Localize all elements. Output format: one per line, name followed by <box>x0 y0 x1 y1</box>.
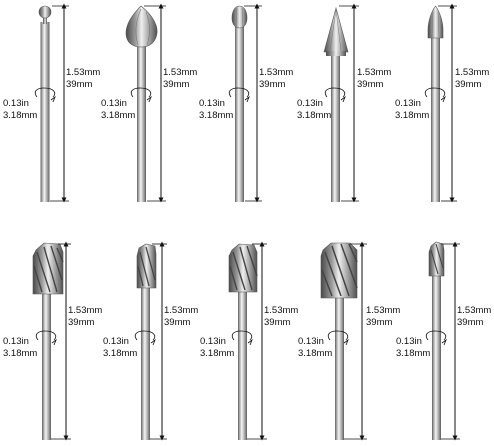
shank <box>42 292 51 440</box>
shank-inch-label: 0.13in <box>297 98 323 109</box>
diameter-marker <box>425 330 447 346</box>
shank-inch-label: 0.13in <box>3 336 29 347</box>
diameter-marker <box>228 87 250 103</box>
head-diameter-label: 1.53mm <box>264 305 298 316</box>
shank-mm-label: 3.18mm <box>200 348 234 359</box>
shank-inch-label: 0.13in <box>3 98 29 109</box>
bit-cylinder-wide: 1.53mm 39mm 0.13in 3.18mm <box>298 241 400 441</box>
bit-ball: 1.53mm 39mm 0.13in 3.18mm <box>3 3 100 203</box>
head-diameter-label: 1.53mm <box>68 305 102 316</box>
head-diameter-label: 1.53mm <box>357 67 391 78</box>
head-diameter-label: 1.53mm <box>455 67 489 78</box>
shank <box>238 290 247 440</box>
length-label: 39mm <box>264 317 290 328</box>
cylinder-head <box>320 242 358 299</box>
shank <box>235 24 244 202</box>
shank-mm-label: 3.18mm <box>103 348 137 359</box>
diameter-marker <box>324 87 346 103</box>
length-label: 39mm <box>455 79 481 90</box>
bit-cylinder-medium: 1.53mm 39mm 0.13in 3.18mm <box>200 241 298 441</box>
diameter-marker <box>231 330 253 346</box>
shank <box>431 36 440 202</box>
neck <box>43 14 47 24</box>
pointed-head <box>427 5 444 39</box>
shank-mm-label: 3.18mm <box>298 348 332 359</box>
shank <box>331 55 340 202</box>
bit-cylinder-thin: 1.53mm 39mm 0.13in 3.18mm <box>396 241 491 441</box>
head-diameter-label: 1.53mm <box>163 67 197 78</box>
shank-mm-label: 3.18mm <box>297 110 331 121</box>
shank-inch-label: 0.13in <box>395 98 421 109</box>
length-label: 39mm <box>163 79 189 90</box>
bit-pointed-tree: 1.53mm 39mm 0.13in 3.18mm <box>395 3 489 203</box>
diameter-marker <box>134 330 156 346</box>
diameter-marker <box>34 87 56 103</box>
length-label: 39mm <box>366 317 392 328</box>
length-label: 39mm <box>68 317 94 328</box>
shank <box>40 22 50 202</box>
head-diameter-label: 1.53mm <box>164 305 198 316</box>
diameter-marker <box>327 330 349 346</box>
bit-bud: 1.53mm 39mm 0.13in 3.18mm <box>199 3 293 203</box>
diameter-marker <box>424 87 446 103</box>
shank-inch-label: 0.13in <box>103 336 129 347</box>
cone-head <box>323 6 349 53</box>
diameter-marker <box>130 87 152 103</box>
ball-head <box>38 5 52 19</box>
head-diameter-label: 1.53mm <box>66 67 100 78</box>
bit-cylinder-large: 1.53mm 39mm 0.13in 3.18mm <box>3 241 102 441</box>
shank-mm-label: 3.18mm <box>396 348 430 359</box>
shank-mm-label: 3.18mm <box>3 348 37 359</box>
cylinder-head <box>32 242 64 295</box>
length-label: 39mm <box>66 79 92 90</box>
shank-mm-label: 3.18mm <box>101 110 135 121</box>
head-diameter-label: 1.53mm <box>366 305 400 316</box>
length-label: 39mm <box>259 79 285 90</box>
length-label: 39mm <box>164 317 190 328</box>
shank-inch-label: 0.13in <box>298 336 324 347</box>
shank-mm-label: 3.18mm <box>395 110 429 121</box>
head-diameter-label: 1.53mm <box>259 67 293 78</box>
bud-head <box>231 5 248 29</box>
shank <box>335 296 344 440</box>
shank-inch-label: 0.13in <box>200 336 226 347</box>
shank-inch-label: 0.13in <box>396 336 422 347</box>
length-label: 39mm <box>357 79 383 90</box>
shank <box>432 274 441 440</box>
diameter-marker <box>35 330 57 346</box>
bit-cylinder-small: 1.53mm 39mm 0.13in 3.18mm <box>103 241 198 441</box>
cylinder-head <box>136 243 157 289</box>
shank-inch-label: 0.13in <box>199 98 225 109</box>
shank-mm-label: 3.18mm <box>199 110 233 121</box>
shank-inch-label: 0.13in <box>101 98 127 109</box>
shank <box>137 40 146 202</box>
head-diameter-label: 1.53mm <box>457 305 491 316</box>
shank <box>141 286 150 440</box>
flame-head <box>125 5 158 48</box>
shank-mm-label: 3.18mm <box>3 110 37 121</box>
length-label: 39mm <box>457 317 483 328</box>
bit-flame: 1.53mm 39mm 0.13in 3.18mm <box>101 3 197 203</box>
cylinder-head <box>428 241 445 277</box>
bit-cone: 1.53mm 39mm 0.13in 3.18mm <box>297 3 391 203</box>
